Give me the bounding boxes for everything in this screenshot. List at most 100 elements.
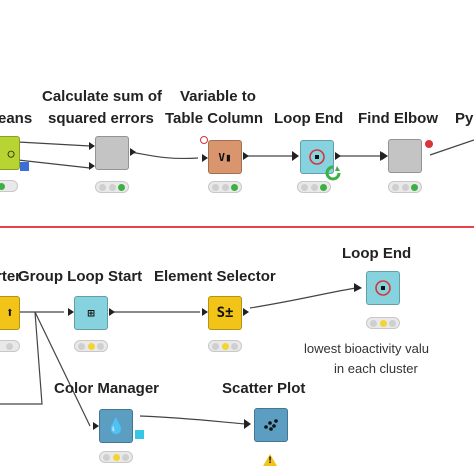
loop-end-top-lamp-green xyxy=(320,183,328,191)
find-elbow-lamp-red xyxy=(391,183,399,191)
sum-sq-label-1: Calculate sum of xyxy=(42,88,163,105)
group-loop-node[interactable]: ⊞ xyxy=(74,296,108,330)
workflow-divider xyxy=(0,226,474,228)
var-col-out-port xyxy=(243,152,249,160)
drop-icon: 💧 xyxy=(106,418,126,435)
color-manager-label: Color Manager xyxy=(54,380,160,397)
loop-starter-lamp-green xyxy=(6,342,13,350)
loop-end-bottom-status xyxy=(366,317,400,329)
arrow-var-loopend xyxy=(292,151,299,161)
color-manager-node[interactable]: 💧 xyxy=(99,409,133,443)
var-col-lamp-green xyxy=(231,183,239,191)
kmeans-label: eans xyxy=(0,110,33,127)
arrow-selector-loopend xyxy=(354,283,362,292)
edge-color-scatter xyxy=(139,415,247,425)
loop-end-bottom-label: Loop End xyxy=(342,245,412,262)
loop-starter-node[interactable]: ⬆ xyxy=(0,296,20,330)
loop-end-bottom-lamp-red xyxy=(369,319,377,327)
var-col-label-1: Variable to xyxy=(180,88,256,105)
sum-sq-lamp-red xyxy=(98,183,106,191)
warning-icon xyxy=(263,454,277,466)
sum-sq-label-2: squared errors xyxy=(48,110,154,127)
group-loop-label: Group Loop Start xyxy=(18,268,143,285)
group-loop-lamp-yellow xyxy=(87,342,95,350)
var-col-status xyxy=(208,181,242,193)
loop-end-bottom-lamp-green xyxy=(389,319,397,327)
edge-starter-color xyxy=(34,311,91,427)
annotation-line-2: in each cluster xyxy=(334,361,418,376)
loop-end-top-node[interactable] xyxy=(300,140,334,174)
sum-sq-in-port-2 xyxy=(89,162,95,170)
loop-end-top-out-port xyxy=(335,152,341,160)
color-manager-model-port xyxy=(135,430,144,439)
scatter-icon xyxy=(264,419,278,431)
group-loop-lamp-red xyxy=(77,342,85,350)
group-loop-out-port xyxy=(109,308,115,316)
find-elbow-lamp-yellow xyxy=(401,183,409,191)
grid-icon: ⊞ xyxy=(87,306,95,320)
kmeans-status-lamp xyxy=(0,182,5,190)
edge-starter-down xyxy=(0,311,43,405)
python-label: Py xyxy=(455,110,474,127)
var-col-flowvar-port xyxy=(200,136,208,144)
color-manager-lamp-red xyxy=(102,453,110,461)
edge-elbow-py xyxy=(429,139,474,156)
color-manager-lamp-green xyxy=(122,453,130,461)
element-selector-label: Element Selector xyxy=(154,268,276,285)
element-selector-lamp-yellow xyxy=(221,342,229,350)
loop-starter-label: rter xyxy=(0,268,22,285)
group-loop-in-port xyxy=(68,308,74,316)
edge-kmeans-sum2 xyxy=(17,159,91,169)
loop-end-icon xyxy=(375,280,391,296)
kmeans-status xyxy=(0,180,18,192)
find-elbow-lamp-green xyxy=(411,183,419,191)
loop-end-bottom-lamp-yellow xyxy=(379,319,387,327)
sum-sq-out-port xyxy=(130,148,136,156)
color-manager-lamp-yellow xyxy=(112,453,120,461)
var-col-label-2: Table Column xyxy=(165,110,264,127)
loop-end-top-lamp-red xyxy=(300,183,308,191)
scatter-plot-label: Scatter Plot xyxy=(222,380,306,397)
loop-end-top-status xyxy=(297,181,331,193)
scatter-plot-node[interactable] xyxy=(254,408,288,442)
loop-refresh-icon xyxy=(325,165,341,181)
loop-end-icon xyxy=(309,149,325,165)
sum-sq-in-port-1 xyxy=(89,142,95,150)
arrow-up-icon: ⬆ xyxy=(5,305,15,321)
warning-mark: ! xyxy=(268,456,273,466)
var-col-lamp-red xyxy=(211,183,219,191)
edge-sum-var xyxy=(129,151,199,160)
kmeans-icon: ◯ xyxy=(7,146,15,160)
element-selector-node[interactable]: S± xyxy=(208,296,242,330)
find-elbow-label: Find Elbow xyxy=(358,110,438,127)
var-col-in-port xyxy=(202,154,208,162)
element-selector-lamp-green xyxy=(231,342,239,350)
element-selector-lamp-red xyxy=(211,342,219,350)
variable-icon: V▮ xyxy=(218,150,232,164)
loop-starter-status xyxy=(0,340,20,352)
find-elbow-in-port xyxy=(382,152,388,160)
color-manager-status xyxy=(99,451,133,463)
color-manager-in-port xyxy=(93,422,99,430)
edge-kmeans-sum1 xyxy=(17,141,91,147)
element-selector-status xyxy=(208,340,242,352)
loop-end-bottom-node[interactable] xyxy=(366,271,400,305)
find-elbow-status xyxy=(388,181,422,193)
sum-sq-lamp-yellow xyxy=(108,183,116,191)
sum-sq-node[interactable] xyxy=(95,136,129,170)
annotation-line-1: lowest bioactivity valu xyxy=(304,341,429,356)
loop-end-top-lamp-yellow xyxy=(310,183,318,191)
group-loop-status xyxy=(74,340,108,352)
sum-sq-status xyxy=(95,181,129,193)
sum-sq-lamp-green xyxy=(118,183,126,191)
loop-end-top-label: Loop End xyxy=(274,110,344,127)
s-plus-icon: S± xyxy=(216,305,234,321)
group-loop-lamp-green xyxy=(97,342,105,350)
var-col-node[interactable]: V▮ xyxy=(208,140,242,174)
kmeans-node[interactable]: ◯ xyxy=(0,136,20,170)
edge-selector-loopend xyxy=(249,287,357,309)
element-selector-in-port xyxy=(202,308,208,316)
var-col-lamp-yellow xyxy=(221,183,229,191)
find-elbow-node[interactable] xyxy=(388,139,422,173)
